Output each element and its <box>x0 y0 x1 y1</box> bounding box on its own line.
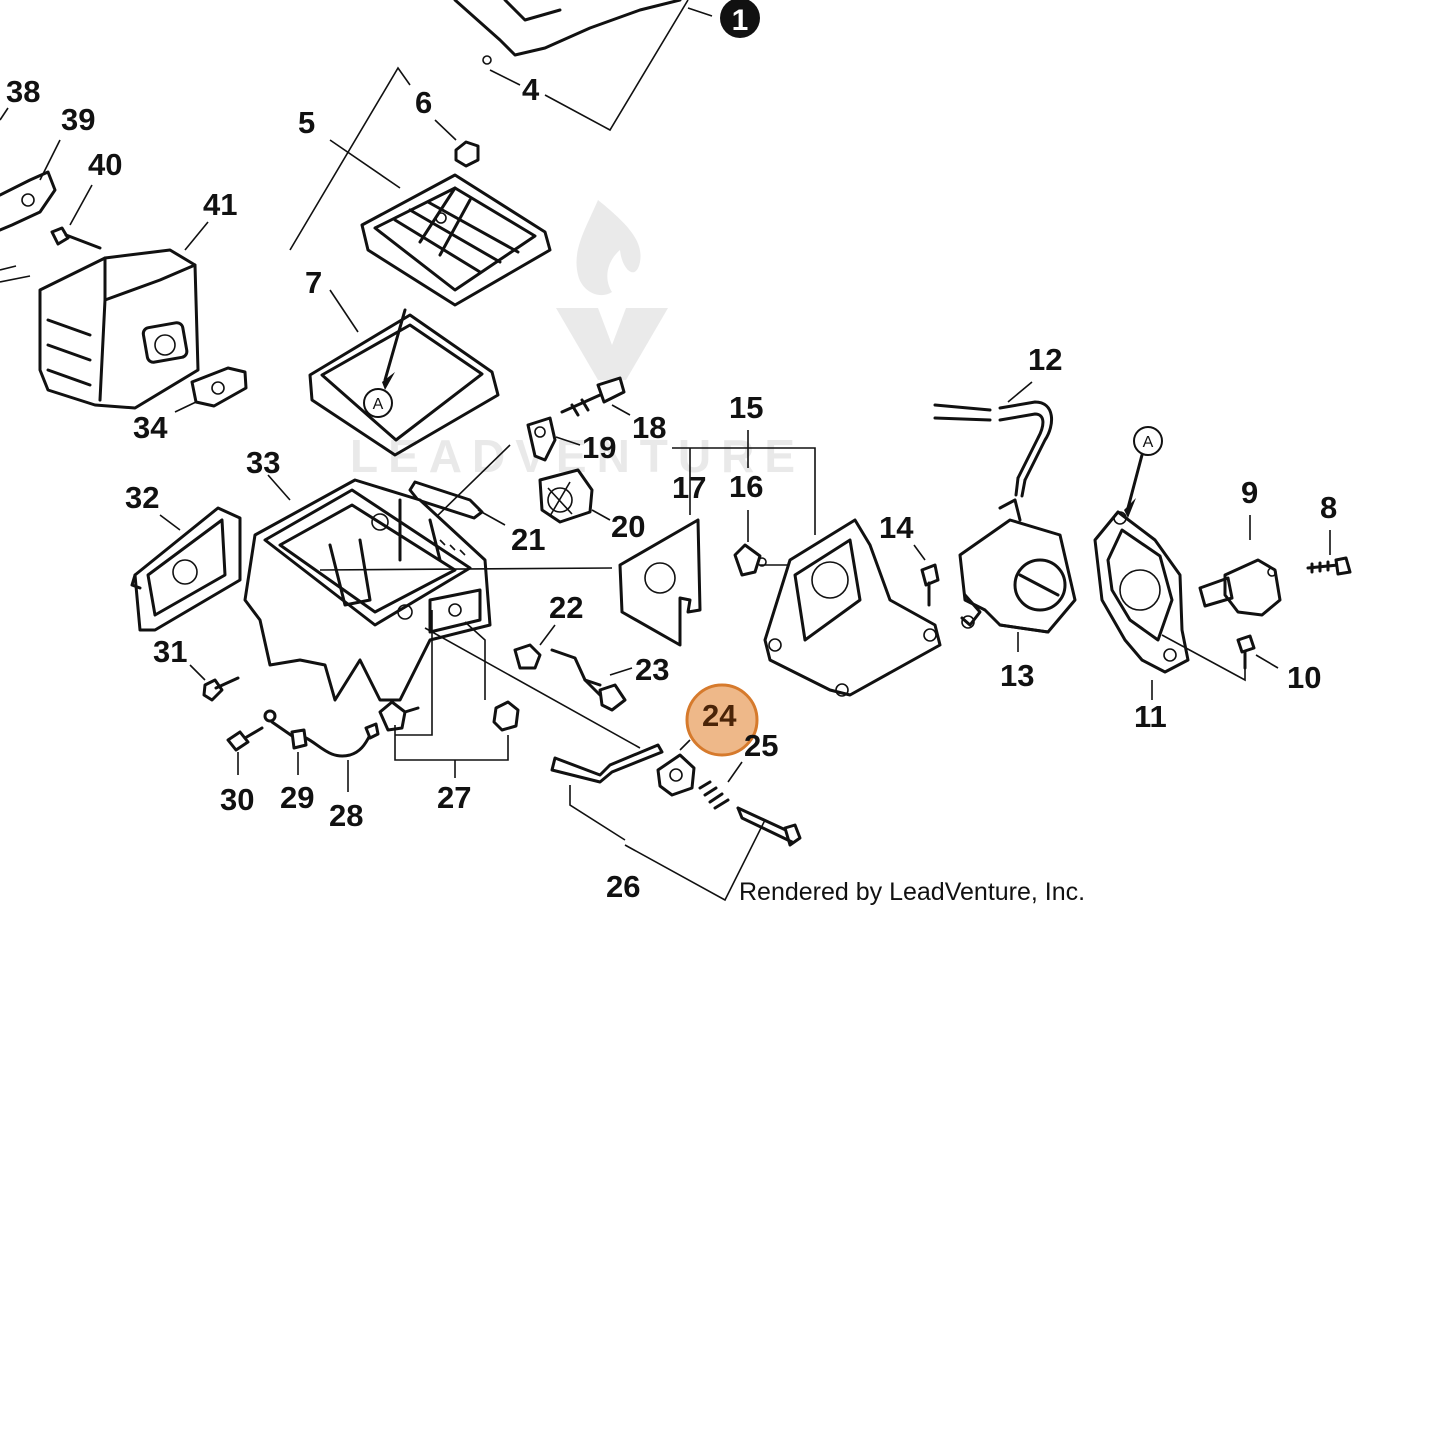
air-filter-part-5 <box>360 173 552 307</box>
label-20: 20 <box>611 509 645 544</box>
adapter-part-11 <box>1093 510 1190 674</box>
gasket-part-17 <box>618 518 702 647</box>
label-39: 39 <box>61 102 95 137</box>
screw-part-8 <box>1306 556 1352 576</box>
label-12: 12 <box>1028 342 1062 377</box>
choke-shaft-part-9 <box>1198 558 1282 617</box>
part-labels: 38 39 40 41 34 5 6 7 4 18 19 20 21 33 32… <box>6 72 1337 904</box>
oil-pump-part-20 <box>538 468 594 524</box>
nut-part-27 <box>492 700 520 732</box>
carburetor-part-13 <box>958 498 1077 634</box>
label-22: 22 <box>549 590 583 625</box>
lever-part-26 <box>550 743 664 784</box>
top-cover-part-4 <box>453 0 682 65</box>
label-13: 13 <box>1000 658 1034 693</box>
credit-text: Rendered by LeadVenture, Inc. <box>739 878 1085 906</box>
label-18: 18 <box>632 410 666 445</box>
label-29: 29 <box>280 780 314 815</box>
label-41: 41 <box>203 187 237 222</box>
highlight-circle-24 <box>685 683 759 757</box>
label-19: 19 <box>582 430 616 465</box>
fuel-line-part-12 <box>933 400 1054 498</box>
ref-a-left: A <box>373 396 384 413</box>
label-1: 1 <box>732 4 749 37</box>
label-15: 15 <box>729 390 763 425</box>
label-24: 24 <box>702 698 737 733</box>
label-27: 27 <box>437 780 471 815</box>
label-32: 32 <box>125 480 159 515</box>
label-38: 38 <box>6 74 40 109</box>
label-11: 11 <box>1134 699 1167 734</box>
ref-a-right: A <box>1143 434 1154 451</box>
label-10: 10 <box>1287 660 1321 695</box>
cover-part-32 <box>130 506 242 632</box>
intake-flange-part-15 <box>763 518 942 697</box>
ref-marker-a-left: A <box>363 308 407 418</box>
label-31: 31 <box>153 634 187 669</box>
screw-part-10 <box>1236 634 1256 670</box>
label-33: 33 <box>246 445 280 480</box>
spring-part-25 <box>698 780 730 810</box>
screw-part-18 <box>560 376 626 417</box>
screw-part-40 <box>50 226 102 250</box>
clip-part-19 <box>526 416 557 462</box>
label-9: 9 <box>1241 475 1258 510</box>
screw-part-14 <box>920 563 940 607</box>
label-6: 6 <box>415 85 432 120</box>
label-40: 40 <box>88 147 122 182</box>
rod-part-23 <box>550 648 627 712</box>
label-28: 28 <box>329 798 363 833</box>
ref-marker-a-right: A <box>1124 426 1163 518</box>
label-5: 5 <box>298 105 315 140</box>
label-25: 25 <box>744 728 778 763</box>
grommet-part-6 <box>454 140 480 168</box>
label-14: 14 <box>879 510 914 545</box>
label-26: 26 <box>606 869 640 904</box>
nipple-part-16 <box>733 543 767 577</box>
callout-1-badge: 1 <box>720 0 760 38</box>
muffler-part-41 <box>0 248 200 410</box>
label-21: 21 <box>511 522 545 557</box>
screw-part-30 <box>226 726 264 752</box>
bushing-part-22 <box>513 643 542 670</box>
sleeve-part-24 <box>656 753 696 797</box>
label-4: 4 <box>522 72 540 107</box>
label-34: 34 <box>133 410 168 445</box>
label-7: 7 <box>305 265 322 300</box>
label-8: 8 <box>1320 490 1337 525</box>
muffler-gasket-part-39 <box>0 170 57 232</box>
cable-part-28 <box>304 722 380 758</box>
label-17: 17 <box>672 470 706 505</box>
bar-part-21 <box>408 480 484 520</box>
filter-gasket-part-7 <box>308 313 500 457</box>
label-23: 23 <box>635 652 669 687</box>
bolt-part-31 <box>202 676 240 702</box>
tank-housing-part-33 <box>243 478 492 702</box>
label-16: 16 <box>729 469 763 504</box>
pin-part-26 <box>736 806 802 847</box>
wire-part-29 <box>263 709 308 750</box>
label-30: 30 <box>220 782 254 817</box>
muffler-gasket-part-34 <box>190 366 248 408</box>
switch-part-27 <box>378 700 420 732</box>
